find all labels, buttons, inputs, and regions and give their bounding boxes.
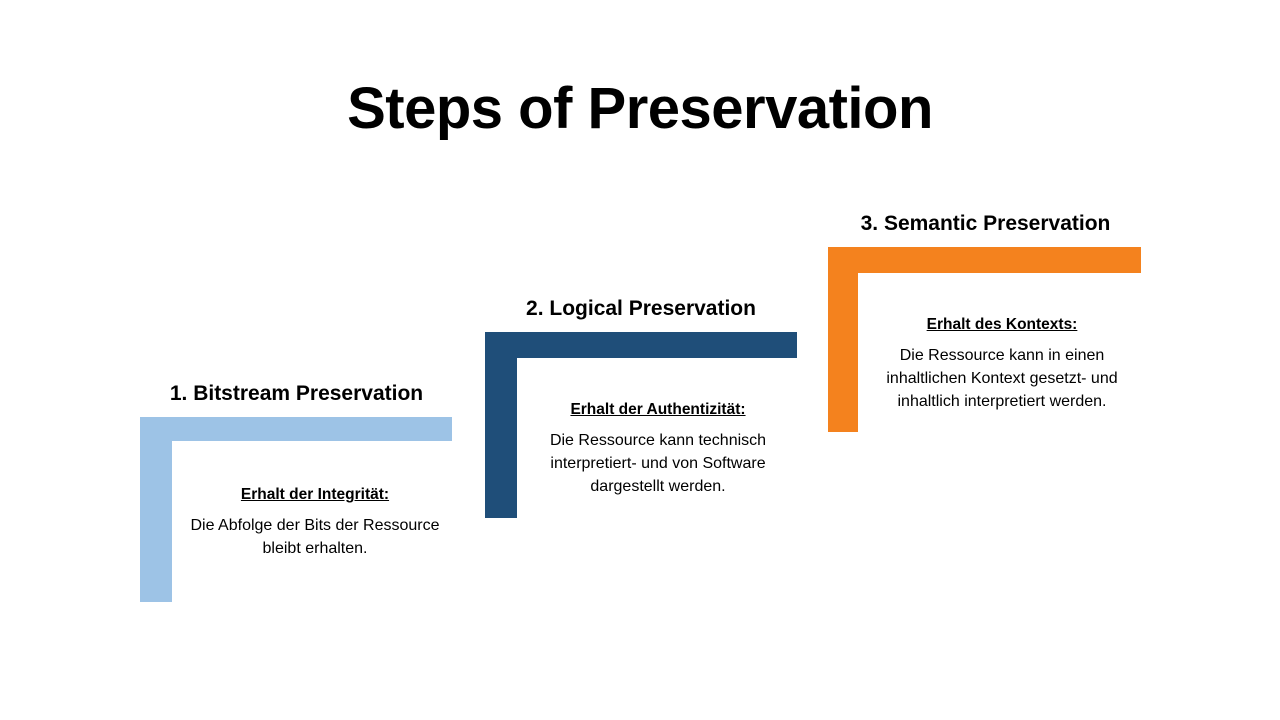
step-text-bitstream: Erhalt der Integrität: Die Abfolge der B… <box>178 484 452 560</box>
step-heading-semantic: 3. Semantic Preservation <box>860 212 1111 235</box>
l-shape-vertical-arm-bitstream <box>140 417 172 602</box>
step-text-semantic: Erhalt des Kontexts: Die Ressource kann … <box>863 314 1141 413</box>
step-subtitle-logical: Erhalt der Authentizität: <box>570 401 746 418</box>
l-shape-vertical-arm-logical <box>485 332 517 518</box>
step-subtitle-semantic: Erhalt des Kontexts: <box>926 316 1078 333</box>
l-shape-vertical-arm-semantic <box>828 247 858 432</box>
l-shape-horizontal-arm-semantic <box>828 247 1141 273</box>
l-shape-horizontal-arm-bitstream <box>140 417 452 441</box>
step-heading-bitstream: 1. Bitstream Preservation <box>169 382 424 405</box>
step-subtitle-bitstream: Erhalt der Integrität: <box>240 486 390 503</box>
step-text-logical: Erhalt der Authentizität: Die Ressource … <box>519 399 797 498</box>
page-title: Steps of Preservation <box>347 76 933 141</box>
step-body-bitstream: Die Abfolge der Bits der Ressource bleib… <box>190 517 440 557</box>
step-body-semantic: Die Ressource kann in einen inhaltlichen… <box>886 347 1118 410</box>
step-heading-logical: 2. Logical Preservation <box>526 297 756 320</box>
l-shape-horizontal-arm-logical <box>485 332 797 358</box>
step-body-logical: Die Ressource kann technisch interpretie… <box>549 432 767 495</box>
